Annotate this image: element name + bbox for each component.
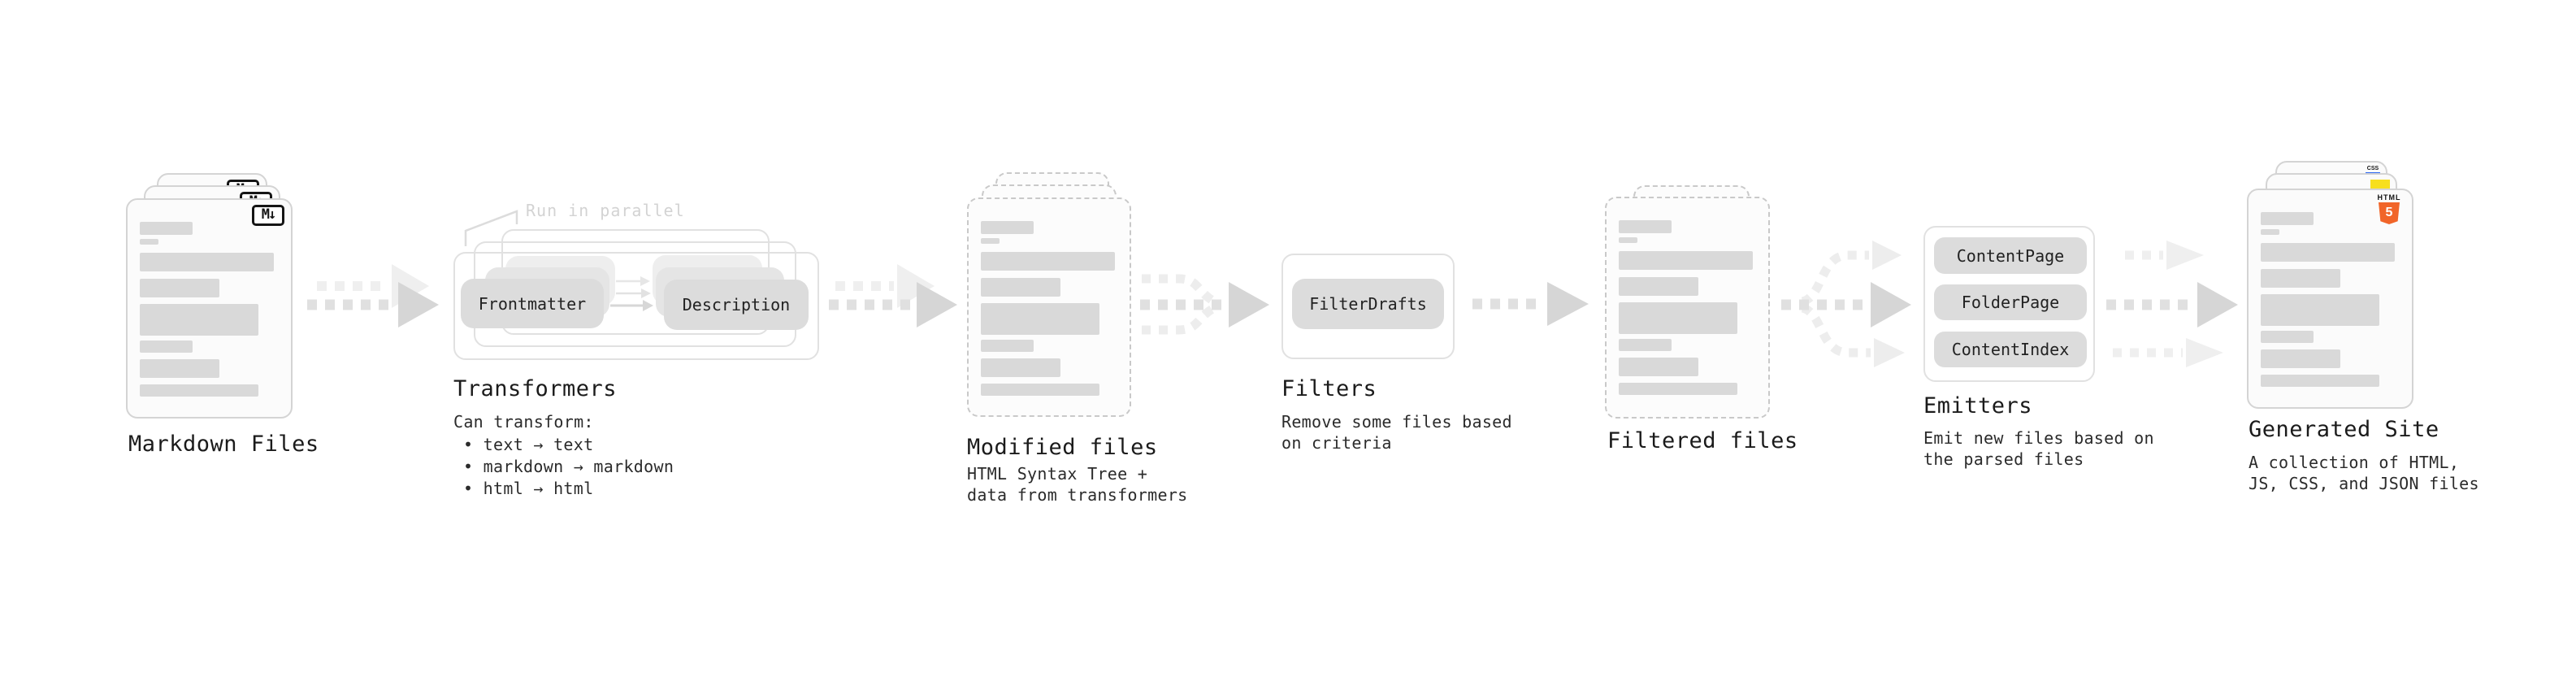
generated-site-card-front: HTML 5 — [2247, 189, 2413, 409]
subtitle-line: Emit new files based on — [1923, 428, 2154, 448]
placeholder-text-bar — [1619, 302, 1737, 334]
arrow-transformers-to-modified — [829, 264, 957, 327]
placeholder-text-bar — [981, 384, 1099, 396]
bullet-item: • text → text — [463, 435, 594, 454]
placeholder-text-bar — [981, 358, 1060, 377]
placeholder-text-bar — [981, 278, 1060, 297]
subtitle-line: JS, CSS, and JSON files — [2249, 474, 2479, 493]
placeholder-text-bar — [1619, 383, 1737, 395]
placeholder-text-bar — [2261, 375, 2379, 387]
placeholder-text-bar — [140, 279, 219, 297]
transformers-caption: Can transform: — [453, 412, 594, 432]
arrow-emitters-to-generated — [2106, 241, 2238, 367]
stage-title-filtered-files: Filtered files — [1607, 428, 1798, 453]
placeholder-text-bar — [140, 359, 219, 378]
placeholder-text-bar — [140, 340, 193, 353]
folderpage-pill: FolderPage — [1934, 284, 2087, 320]
run-in-parallel-annotation: Run in parallel — [526, 201, 685, 220]
subtitle-line: Remove some files based — [1281, 412, 1512, 432]
placeholder-text-bar — [981, 221, 1034, 234]
modified-files-subtitle: HTML Syntax Tree + data from transformer… — [967, 463, 1188, 505]
placeholder-text-bar — [2261, 331, 2314, 343]
placeholder-text-bar — [1619, 220, 1672, 233]
stage-title-generated-site: Generated Site — [2249, 417, 2439, 442]
placeholder-text-bar — [2261, 212, 2314, 225]
generated-site-subtitle: A collection of HTML, JS, CSS, and JSON … — [2249, 452, 2479, 494]
placeholder-text-bar — [140, 253, 274, 271]
transformer-box-front — [453, 252, 819, 360]
bullet-item: • markdown → markdown — [463, 457, 674, 476]
placeholder-text-bar — [2261, 349, 2340, 368]
subtitle-line: on criteria — [1281, 433, 1392, 453]
subtitle-line: the parsed files — [1923, 449, 2084, 469]
placeholder-text-bar — [2261, 294, 2379, 326]
contentpage-pill: ContentPage — [1934, 237, 2087, 274]
placeholder-text-bar — [981, 340, 1034, 352]
filters-subtitle: Remove some files based on criteria — [1281, 411, 1512, 453]
html5-icon: HTML 5 — [2377, 194, 2401, 224]
placeholder-text-bar — [1619, 339, 1672, 351]
placeholder-text-bar — [981, 252, 1115, 271]
placeholder-text-bar — [2261, 229, 2279, 235]
subtitle-line: HTML Syntax Tree + — [967, 464, 1148, 484]
placeholder-text-bar — [140, 304, 258, 336]
placeholder-text-bar — [2261, 243, 2395, 262]
placeholder-text-bar — [2261, 269, 2340, 288]
filtered-file-card-front — [1605, 197, 1770, 419]
description-pill: Description — [664, 280, 809, 330]
placeholder-text-bar — [140, 239, 158, 245]
contentindex-pill: ContentIndex — [1934, 332, 2087, 367]
placeholder-text-bar — [1619, 237, 1637, 243]
placeholder-text-bar — [140, 384, 258, 397]
bullet-item: • html → html — [463, 479, 594, 498]
markdown-file-card-front: M↓ — [126, 198, 293, 419]
placeholder-text-bar — [1619, 277, 1698, 296]
placeholder-text-bar — [140, 222, 193, 235]
stage-title-emitters: Emitters — [1923, 393, 2033, 419]
placeholder-text-bar — [981, 303, 1099, 335]
markdown-icon: M↓ — [252, 205, 284, 226]
placeholder-text-bar — [981, 238, 1000, 244]
frontmatter-pill: Frontmatter — [461, 279, 604, 328]
javascript-icon — [2370, 180, 2390, 190]
arrow-filters-to-filtered — [1472, 282, 1589, 326]
stage-title-transformers: Transformers — [453, 376, 618, 401]
arrow-markdown-to-transformers — [307, 264, 439, 327]
arrow-filtered-to-emitters-diverge — [1781, 241, 1911, 367]
emitters-subtitle: Emit new files based on the parsed files — [1923, 427, 2154, 470]
subtitle-line: data from transformers — [967, 485, 1188, 505]
transformers-bullet-list: • text → text • markdown → markdown • ht… — [463, 434, 674, 500]
arrow-modified-to-filters-converge — [1140, 274, 1269, 335]
stage-title-modified-files: Modified files — [967, 435, 1158, 460]
placeholder-text-bar — [1619, 358, 1698, 376]
modified-file-card-front — [967, 197, 1131, 417]
stage-title-markdown-files: Markdown Files — [128, 432, 319, 457]
filterdrafts-pill: FilterDrafts — [1292, 279, 1444, 329]
placeholder-text-bar — [1619, 251, 1753, 270]
subtitle-line: A collection of HTML, — [2249, 453, 2460, 472]
stage-title-filters: Filters — [1281, 376, 1377, 401]
